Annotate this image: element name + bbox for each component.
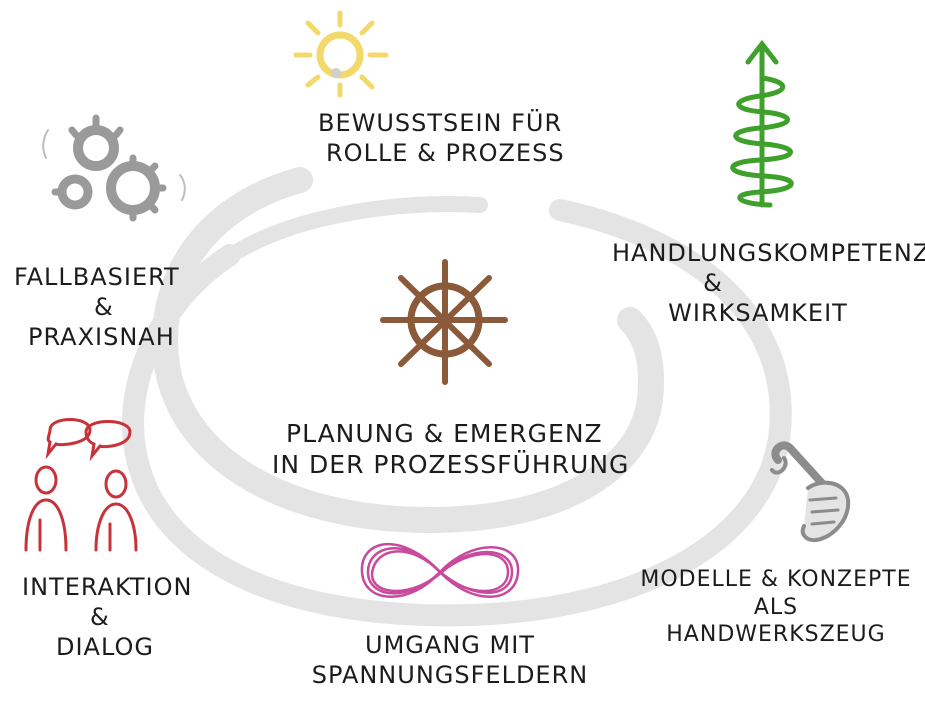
spiral-arrow-icon	[730, 39, 794, 208]
node-interaktion-line-3: DIALOG	[56, 633, 154, 661]
node-label-interaktion: INTERAKTION & DIALOG	[22, 572, 192, 662]
node-label-umgang: UMGANG MIT SPANNUNGSFELDERN	[300, 630, 600, 690]
wrench-hand-icon	[770, 441, 851, 543]
people-speech-bubbles-icon	[24, 418, 138, 552]
node-handlungskompetenz-line-1: HANDLUNGSKOMPETENZ	[612, 239, 925, 267]
node-label-bewusstsein: BEWUSSTSEIN FÜR ROLLE & PROZESS	[318, 108, 565, 168]
center-line-2: IN DER PROZESSFÜHRUNG	[272, 450, 630, 480]
center-line-1: PLANUNG & EMERGENZ	[286, 419, 603, 448]
node-bewusstsein-line-1: BEWUSSTSEIN FÜR	[318, 109, 563, 137]
node-label-modelle: MODELLE & KONZEPTE ALS HANDWERKSZEUG	[640, 566, 912, 649]
node-handlungskompetenz-line-2: &	[703, 269, 723, 297]
node-handlungskompetenz-line-3: WIRKSAMKEIT	[668, 299, 848, 327]
gears-icon	[42, 114, 186, 222]
node-fallbasiert-line-1: FALLBASIERT	[14, 263, 180, 291]
ship-wheel-icon	[380, 259, 508, 385]
sun-icon	[293, 10, 389, 98]
node-fallbasiert-line-2: &	[94, 293, 114, 321]
node-modelle-line-2: ALS	[753, 594, 799, 620]
infinity-icon	[360, 543, 520, 598]
node-interaktion-line-2: &	[90, 603, 110, 631]
node-modelle-line-3: HANDWERKSZEUG	[666, 622, 886, 647]
node-label-handlungskompetenz: HANDLUNGSKOMPETENZ & WIRKSAMKEIT	[612, 238, 925, 328]
node-bewusstsein-line-2: ROLLE & PROZESS	[326, 139, 565, 167]
node-interaktion-line-1: INTERAKTION	[22, 573, 193, 601]
node-umgang-line-1: UMGANG MIT	[365, 631, 535, 659]
node-fallbasiert-line-3: PRAXISNAH	[28, 323, 175, 351]
node-modelle-line-1: MODELLE & KONZEPTE	[640, 567, 912, 592]
center-label: PLANUNG & EMERGENZ IN DER PROZESSFÜHRUNG	[272, 418, 629, 481]
swirl-background	[122, 167, 792, 627]
node-label-fallbasiert: FALLBASIERT & PRAXISNAH	[14, 262, 180, 352]
node-umgang-line-2: SPANNUNGSFELDERN	[311, 661, 589, 689]
